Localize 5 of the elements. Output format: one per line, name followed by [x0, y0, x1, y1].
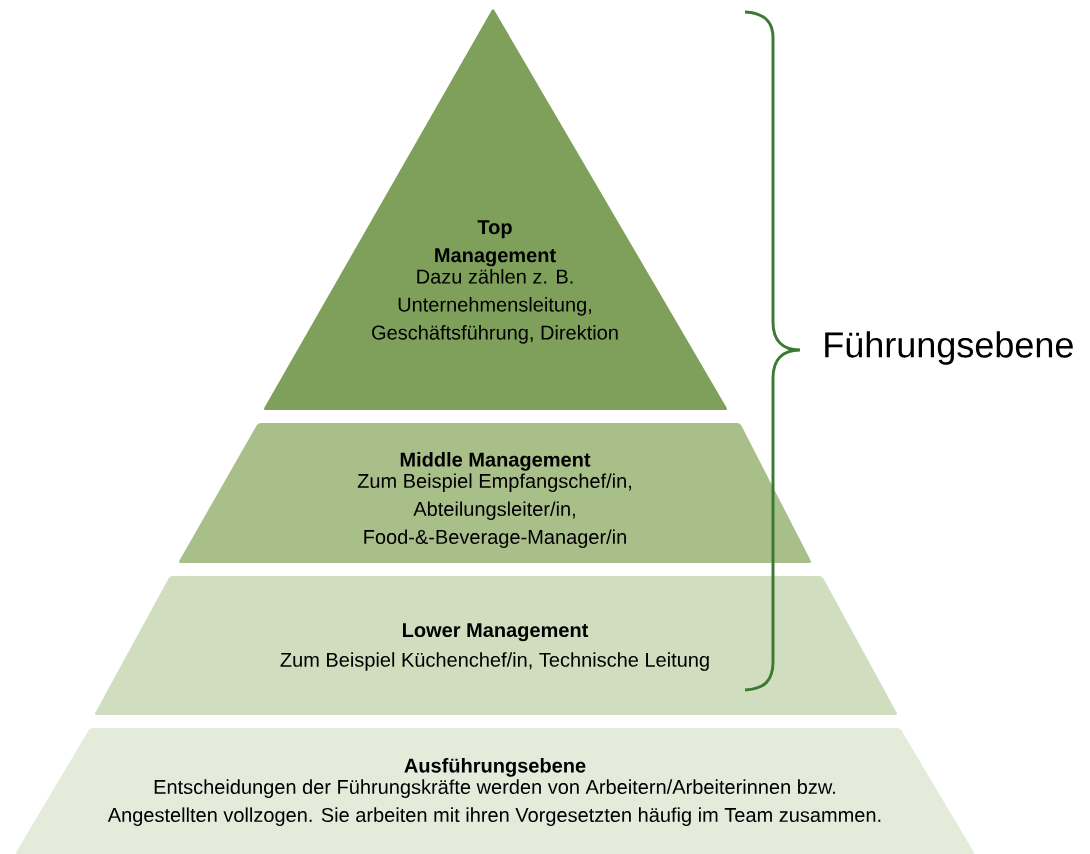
pyramid-top-triangle: Top Management Dazu zählen z. B. Unternehmensleitung, Geschäftsführung, Direktion [264, 9, 727, 410]
pyramid-tier: Ausführungsebene Entscheidungen der Führungskräfte werden von Arbeitern/Arbeiterinnen bzw. Angestellten vollzogen. Sie arbeiten mit ihren Vorgesetzten häufig im Team zusammen. [16, 728, 974, 854]
pyramid-tier: Lower Management Zum Beispiel Küchenchef/in, Technische Leitung [95, 576, 897, 715]
bracket-label: Führungsebene [825, 331, 1073, 365]
pyramid-tier: Middle Management Zum Beispiel Empfangschef/in, Abteilungsleiter/in, Food-&-Beverage-Manager/in [179, 423, 812, 563]
